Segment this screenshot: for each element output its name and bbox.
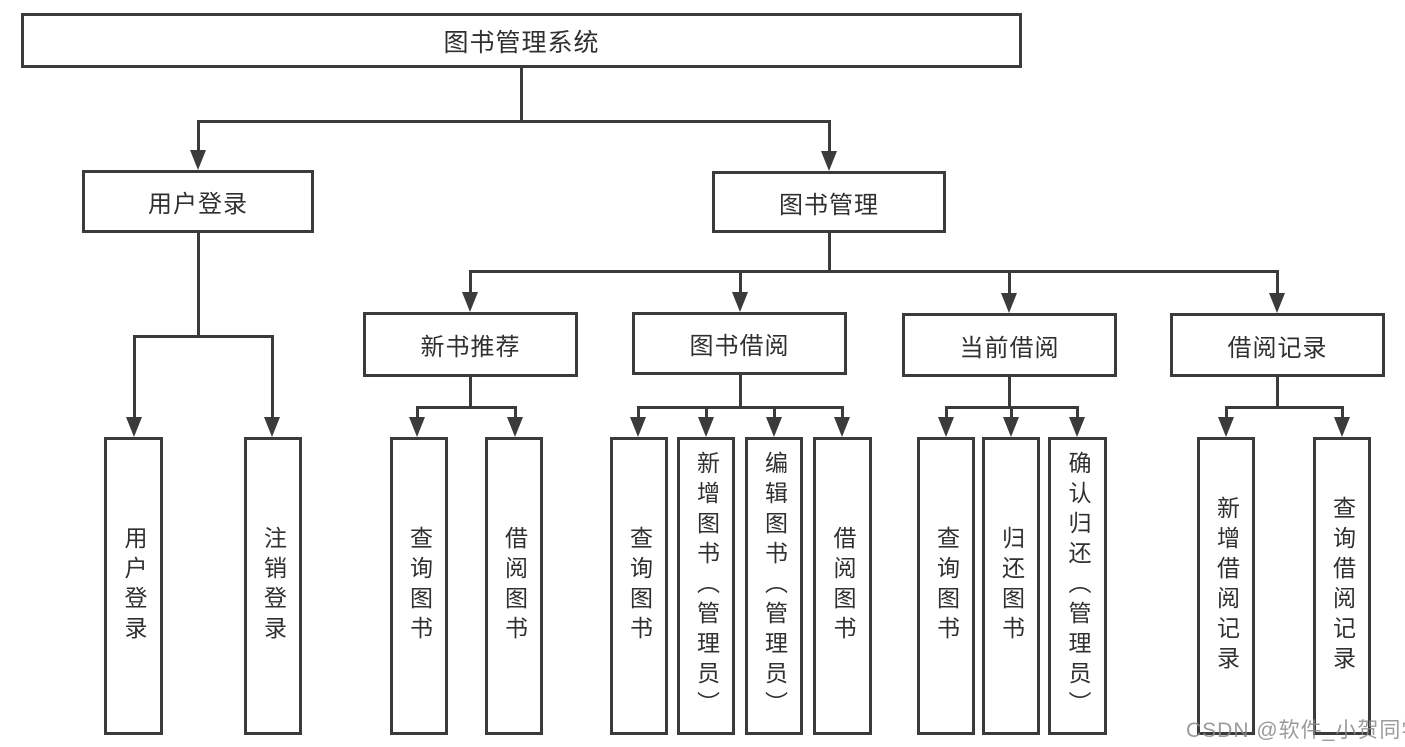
arrowhead-down-icon — [264, 417, 280, 437]
arrowhead-down-icon — [462, 292, 478, 312]
edge-line — [468, 377, 472, 408]
arrowhead-down-icon — [821, 151, 837, 171]
edge-line — [1224, 406, 1228, 418]
arrowhead-down-icon — [732, 292, 748, 312]
node-label: 借阅图书 — [501, 526, 528, 646]
edge-line — [132, 335, 274, 338]
arrowhead-down-icon — [1334, 417, 1350, 437]
node-label: 图书借阅 — [689, 333, 790, 360]
node-label: 查询图书 — [406, 526, 433, 646]
leaf-add-borrow-record: 新增借阅记录 — [1197, 437, 1255, 735]
node-label: 借阅图书 — [830, 526, 856, 646]
leaf-confirm-return-admin: 确认归还（管理员） — [1048, 437, 1107, 735]
node-current-borrowing: 当前借阅 — [902, 313, 1117, 377]
arrowhead-down-icon — [126, 417, 142, 437]
edge-line — [738, 270, 742, 294]
edge-line — [1007, 377, 1011, 408]
edge-line — [840, 406, 844, 418]
edge-line — [827, 119, 831, 152]
node-label: 用户登录 — [121, 526, 147, 646]
node-label: 确认归还（管理员） — [1065, 451, 1091, 721]
leaf-borrow-books: 借阅图书 — [813, 437, 872, 735]
arrowhead-down-icon — [507, 417, 523, 437]
edge-line — [636, 406, 640, 418]
edge-line — [519, 68, 523, 121]
leaf-add-books-admin: 新增图书（管理员） — [677, 437, 735, 735]
arrowhead-down-icon — [1269, 293, 1285, 313]
arrowhead-down-icon — [938, 417, 954, 437]
edge-line — [738, 375, 742, 408]
leaf-query-books-recommendation: 查询图书 — [390, 437, 448, 735]
node-label: 查询图书 — [933, 526, 960, 646]
leaf-borrow-books-recommendation: 借阅图书 — [485, 437, 543, 735]
node-book-borrowing: 图书借阅 — [632, 312, 847, 375]
edge-line — [270, 335, 274, 419]
node-label: 注销登录 — [260, 526, 287, 646]
node-label: 图书管理 — [779, 191, 879, 219]
edge-line — [196, 119, 200, 152]
node-label: 借阅记录 — [1227, 334, 1328, 362]
edge-line — [196, 119, 831, 123]
edge-line — [772, 406, 776, 418]
edge-line — [415, 406, 517, 409]
leaf-user-login: 用户登录 — [104, 437, 163, 735]
node-label: 图书管理系统 — [443, 28, 600, 57]
arrowhead-down-icon — [1069, 417, 1085, 437]
edge-line — [513, 406, 517, 418]
arrowhead-down-icon — [698, 417, 714, 437]
edge-line — [1075, 406, 1079, 418]
edge-line — [1007, 270, 1011, 295]
edge-line — [196, 233, 200, 337]
edge-line — [1224, 406, 1344, 409]
node-label: 新增借阅记录 — [1213, 496, 1240, 676]
leaf-edit-books-admin: 编辑图书（管理员） — [745, 437, 803, 735]
edge-line — [415, 406, 419, 418]
edge-line — [1009, 406, 1013, 418]
node-label: 查询借阅记录 — [1329, 496, 1356, 676]
node-book-management: 图书管理 — [712, 171, 946, 233]
node-new-book-recommendation: 新书推荐 — [363, 312, 578, 377]
arrowhead-down-icon — [190, 150, 206, 170]
node-label: 新增图书（管理员） — [693, 451, 720, 721]
edge-line — [468, 270, 472, 294]
leaf-query-books-current: 查询图书 — [917, 437, 975, 735]
edge-line — [1275, 377, 1279, 408]
arrowhead-down-icon — [1218, 417, 1234, 437]
edge-line — [704, 406, 708, 418]
node-label: 当前借阅 — [959, 334, 1060, 362]
arrowhead-down-icon — [1003, 417, 1019, 437]
arrowhead-down-icon — [1001, 293, 1017, 313]
arrowhead-down-icon — [766, 417, 782, 437]
leaf-query-books-borrowing: 查询图书 — [610, 437, 668, 735]
edge-line — [1340, 406, 1344, 418]
node-user-login: 用户登录 — [82, 170, 314, 233]
arrowhead-down-icon — [630, 417, 646, 437]
node-label: 归还图书 — [998, 526, 1025, 646]
edge-line — [827, 233, 831, 273]
csdn-watermark: CSDN @软件_小贺同学 — [1186, 719, 1405, 742]
node-label: 编辑图书（管理员） — [761, 451, 788, 721]
edge-line — [636, 406, 844, 409]
leaf-query-borrow-record: 查询借阅记录 — [1313, 437, 1371, 735]
edge-line — [1275, 270, 1279, 295]
leaf-logout: 注销登录 — [244, 437, 302, 735]
node-label: 查询图书 — [626, 526, 653, 646]
node-label: 新书推荐 — [420, 334, 521, 361]
arrowhead-down-icon — [834, 417, 850, 437]
edge-line — [132, 335, 136, 419]
edge-line — [468, 270, 1279, 273]
edge-line — [944, 406, 948, 418]
leaf-return-books: 归还图书 — [982, 437, 1040, 735]
node-label: 用户登录 — [148, 191, 248, 218]
node-library-management-system: 图书管理系统 — [21, 13, 1022, 68]
arrowhead-down-icon — [409, 417, 425, 437]
node-borrowing-records: 借阅记录 — [1170, 313, 1385, 377]
